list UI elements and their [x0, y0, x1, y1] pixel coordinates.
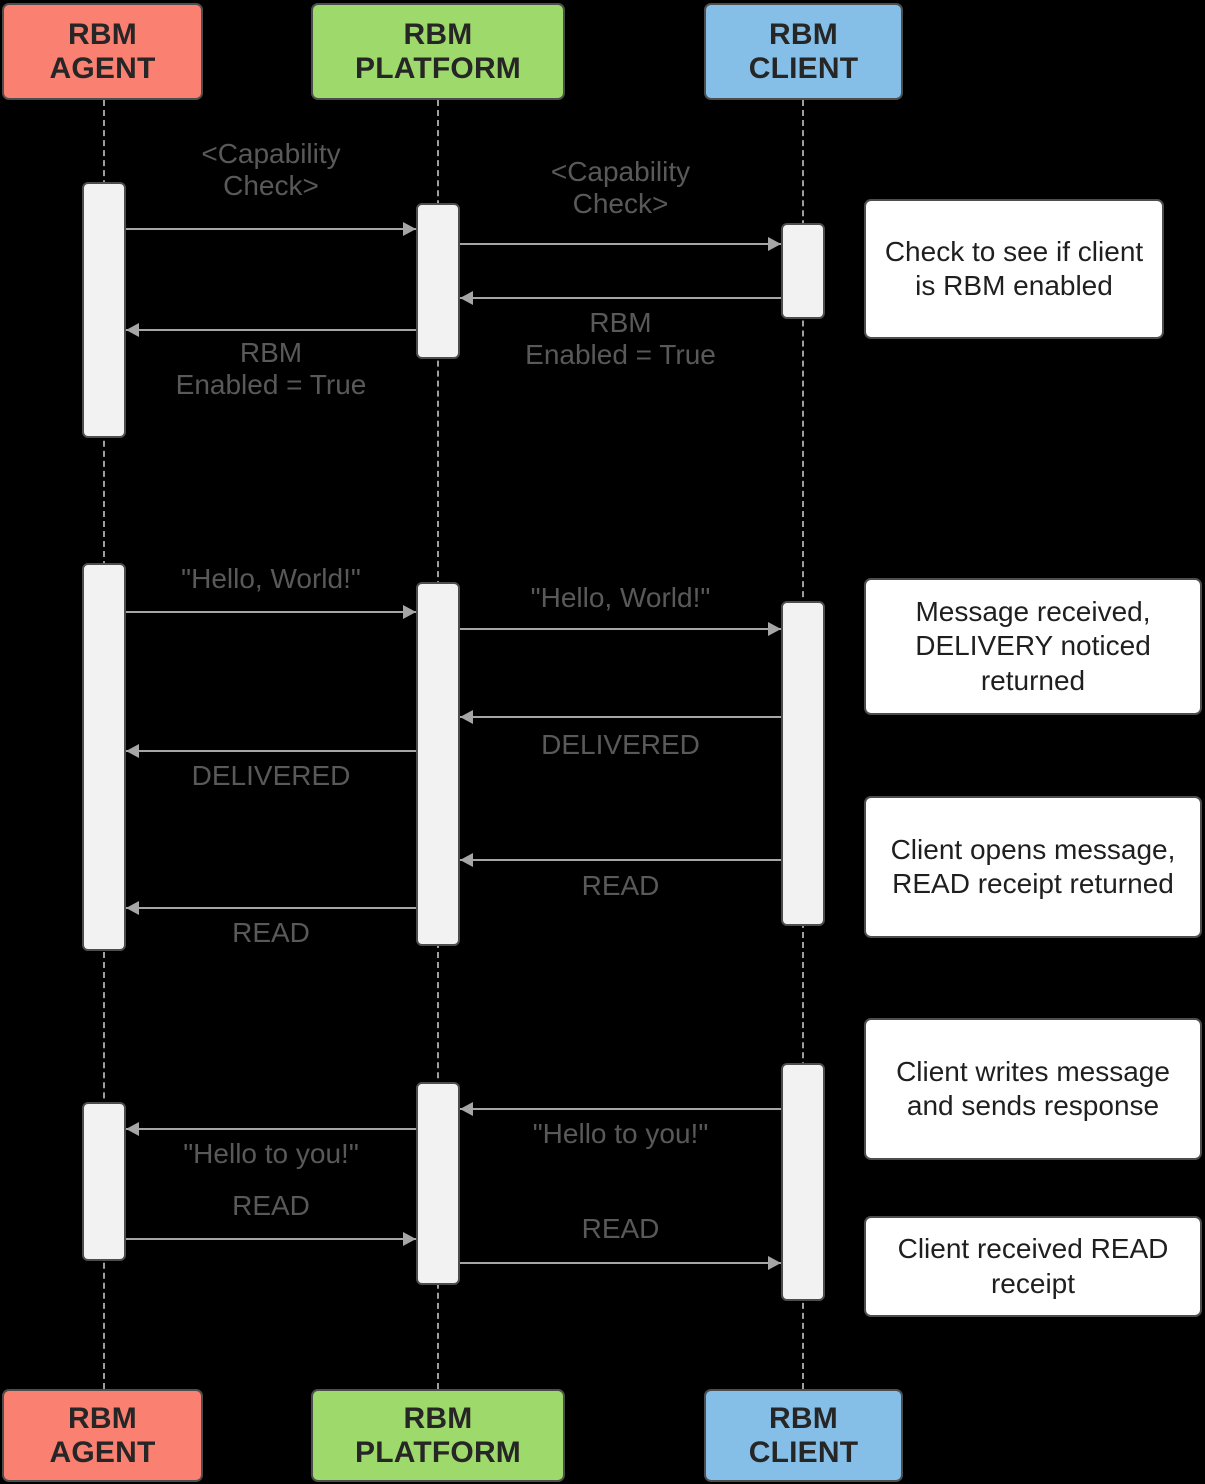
actor-label: RBM CLIENT — [748, 1401, 859, 1469]
message-label-m10: READ — [232, 917, 310, 948]
message-arrowhead-m4 — [126, 323, 139, 337]
actor-label: RBM PLATFORM — [354, 1401, 521, 1469]
message-arrowhead-m10 — [126, 901, 139, 915]
message-label-m1: <Capability Check> — [201, 138, 341, 201]
message-line-m10 — [126, 907, 416, 909]
footer-actor-box-platform[interactable]: RBM PLATFORM — [311, 1389, 565, 1482]
activation-bar-platform — [416, 582, 460, 946]
message-line-m2 — [460, 243, 781, 245]
message-line-m11 — [460, 1108, 781, 1110]
message-arrowhead-m11 — [460, 1102, 473, 1116]
message-line-m1 — [126, 228, 416, 230]
footer-actor-box-client[interactable]: RBM CLIENT — [704, 1389, 903, 1482]
message-line-m6 — [460, 628, 781, 630]
actor-label: RBM AGENT — [49, 1401, 156, 1469]
activation-bar-client — [781, 223, 825, 319]
message-line-m9 — [460, 859, 781, 861]
message-arrowhead-m13 — [403, 1232, 416, 1246]
message-label-m8: DELIVERED — [191, 760, 351, 791]
activation-bar-agent — [82, 563, 126, 951]
note-n3: Client opens message, READ receipt retur… — [864, 796, 1202, 938]
message-arrowhead-m1 — [403, 222, 416, 236]
message-arrowhead-m6 — [768, 622, 781, 636]
message-label-m9: READ — [581, 870, 660, 901]
message-label-m12: "Hello to you!" — [183, 1138, 359, 1169]
message-label-m5: "Hello, World!" — [181, 563, 361, 594]
note-n2: Message received, DELIVERY noticed retur… — [864, 578, 1202, 715]
message-line-m5 — [126, 611, 416, 613]
message-label-m2: <Capability Check> — [550, 156, 691, 219]
note-text: Check to see if client is RBM enabled — [884, 235, 1144, 301]
message-line-m3 — [460, 297, 781, 299]
header-actor-box-client[interactable]: RBM CLIENT — [704, 3, 903, 100]
note-text: Message received, DELIVERY noticed retur… — [915, 596, 1151, 696]
message-arrowhead-m2 — [768, 237, 781, 251]
actor-label: RBM CLIENT — [748, 17, 859, 85]
message-arrowhead-m8 — [126, 744, 139, 758]
message-arrowhead-m3 — [460, 291, 473, 305]
note-n4: Client writes message and sends response — [864, 1018, 1202, 1160]
header-actor-box-agent[interactable]: RBM AGENT — [2, 3, 203, 100]
note-n1: Check to see if client is RBM enabled — [864, 199, 1164, 339]
activation-bar-platform — [416, 203, 460, 359]
message-arrowhead-m9 — [460, 853, 473, 867]
header-actor-box-platform[interactable]: RBM PLATFORM — [311, 3, 565, 100]
message-arrowhead-m14 — [768, 1256, 781, 1270]
note-text: Client writes message and sends response — [896, 1055, 1170, 1121]
activation-bar-platform — [416, 1082, 460, 1285]
actor-label: RBM AGENT — [49, 17, 156, 85]
note-n5: Client received READ receipt — [864, 1216, 1202, 1317]
message-label-m13: READ — [232, 1190, 310, 1221]
note-text: Client received READ receipt — [897, 1233, 1169, 1299]
actor-label: RBM PLATFORM — [354, 17, 521, 85]
message-line-m12 — [126, 1128, 416, 1130]
note-text: Client opens message, READ receipt retur… — [890, 833, 1176, 899]
message-line-m14 — [460, 1262, 781, 1264]
message-arrowhead-m7 — [460, 710, 473, 724]
message-label-m6: "Hello, World!" — [530, 582, 711, 613]
activation-bar-client — [781, 601, 825, 926]
message-label-m3: RBM Enabled = True — [525, 307, 716, 370]
activation-bar-agent — [82, 182, 126, 438]
message-line-m13 — [126, 1238, 416, 1240]
message-label-m7: DELIVERED — [541, 729, 700, 760]
message-label-m4: RBM Enabled = True — [175, 337, 367, 400]
footer-actor-box-agent[interactable]: RBM AGENT — [2, 1389, 203, 1482]
activation-bar-agent — [82, 1102, 126, 1261]
message-label-m14: READ — [581, 1213, 660, 1244]
message-arrowhead-m5 — [403, 605, 416, 619]
message-label-m11: "Hello to you!" — [532, 1118, 709, 1149]
message-arrowhead-m12 — [126, 1122, 139, 1136]
message-line-m4 — [126, 329, 416, 331]
message-line-m7 — [460, 716, 781, 718]
message-line-m8 — [126, 750, 416, 752]
activation-bar-client — [781, 1063, 825, 1301]
